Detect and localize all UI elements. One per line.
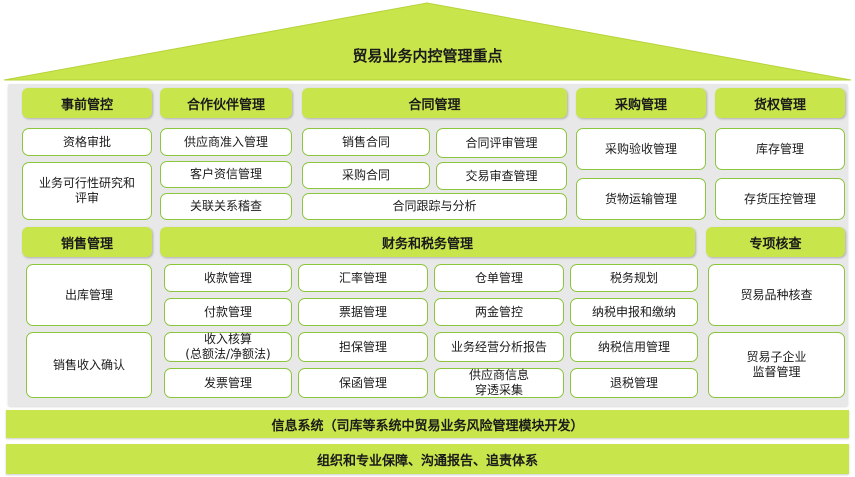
cell-goods-transport: 货物运输管理 (576, 178, 706, 220)
cell-supplier-access: 供应商准入管理 (160, 128, 292, 156)
cell-sales-contract: 销售合同 (302, 128, 430, 156)
cell-revenue-accounting: 收入核算 (总额法/净额法) (164, 332, 292, 362)
cell-tax-planning: 税务规划 (570, 264, 698, 292)
header-goods-rights: 货权管理 (715, 88, 845, 118)
cell-collection: 收款管理 (164, 264, 292, 292)
cell-supplier-info: 供应商信息 穿透采集 (434, 368, 564, 398)
page-title: 贸易业务内控管理重点 (352, 47, 503, 65)
roof-shape (3, 2, 852, 81)
cell-business-analysis: 业务经营分析报告 (434, 332, 564, 362)
cell-subsidiary-supervision: 贸易子企业 监督管理 (708, 332, 845, 398)
header-contract: 合同管理 (302, 88, 567, 118)
cell-qualification-approval: 资格审批 (22, 128, 152, 156)
cell-outbound: 出库管理 (26, 264, 152, 326)
cell-contract-tracking: 合同跟踪与分析 (302, 193, 567, 220)
cell-tax-filing: 纳税申报和缴纳 (570, 298, 698, 326)
cell-inventory: 库存管理 (715, 128, 845, 170)
band-info-system: 信息系统（司库等系统中贸易业务风险管理模块开发） (6, 410, 849, 438)
cell-feasibility-study: 业务可行性研究和 评审 (22, 162, 152, 220)
cell-tax-credit: 纳税信用管理 (570, 332, 698, 362)
header-partner: 合作伙伴管理 (160, 88, 292, 118)
cell-purchase-acceptance: 采购验收管理 (576, 128, 706, 170)
cell-two-funds: 两金管控 (434, 298, 564, 326)
cell-exchange-rate: 汇率管理 (298, 264, 428, 292)
header-finance-tax: 财务和税务管理 (160, 227, 695, 257)
cell-trade-variety-check: 贸易品种核查 (708, 264, 845, 326)
cell-payment: 付款管理 (164, 298, 292, 326)
cell-letter-of-guarantee: 保函管理 (298, 368, 428, 398)
cell-related-party-audit: 关联关系稽查 (160, 193, 292, 220)
cell-tax-refund: 退税管理 (570, 368, 698, 398)
cell-bills: 票据管理 (298, 298, 428, 326)
band-organization: 组织和专业保障、沟通报告、追责体系 (6, 444, 849, 474)
cell-warehouse-receipt: 仓单管理 (434, 264, 564, 292)
cell-purchase-contract: 采购合同 (302, 162, 430, 189)
cell-inventory-control: 存货压控管理 (715, 178, 845, 220)
header-special-review: 专项核查 (706, 227, 845, 257)
cell-revenue-recognition: 销售收入确认 (26, 332, 152, 398)
cell-contract-review: 合同评审管理 (436, 128, 567, 158)
cell-customer-credit: 客户资信管理 (160, 161, 292, 188)
header-sales: 销售管理 (22, 227, 152, 257)
cell-invoice: 发票管理 (164, 368, 292, 398)
header-pre-control: 事前管控 (22, 88, 152, 118)
header-procurement: 采购管理 (576, 88, 706, 118)
cell-guarantee: 担保管理 (298, 332, 428, 362)
cell-transaction-review: 交易审查管理 (436, 162, 567, 190)
